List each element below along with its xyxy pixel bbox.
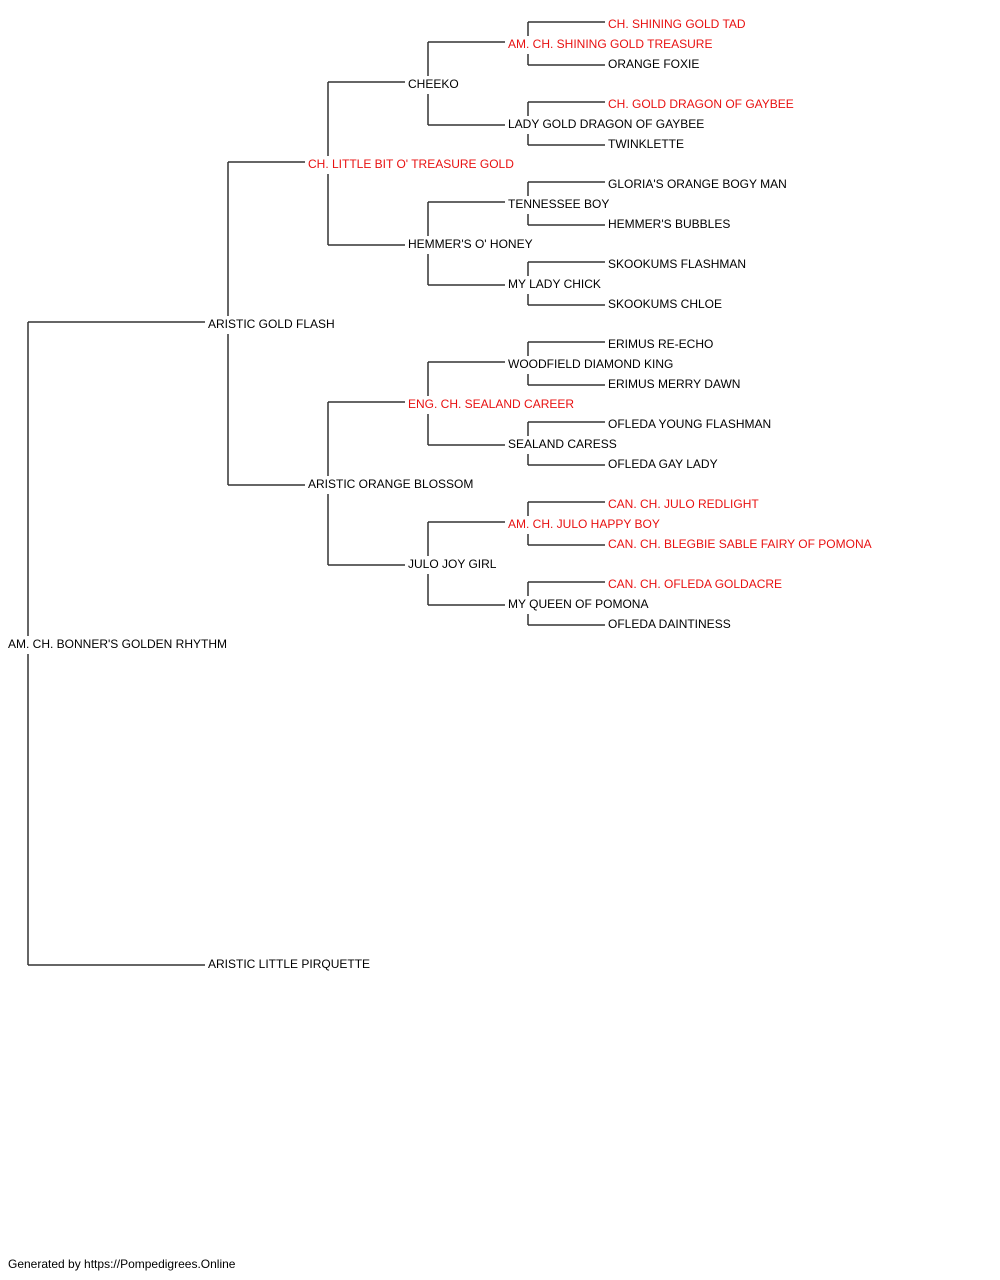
gen5-ancestor: CAN. CH. OFLEDA GOLDACRE [608, 577, 783, 591]
sire-sire-name: CH. LITTLE BIT O' TREASURE GOLD [308, 157, 514, 171]
gen4-ancestor: TENNESSEE BOY [508, 197, 610, 211]
gen5-ancestor: GLORIA'S ORANGE BOGY MAN [608, 177, 787, 191]
gen5-ancestor: ORANGE FOXIE [608, 57, 700, 71]
gen4-ancestor: AM. CH. JULO HAPPY BOY [508, 517, 660, 531]
gen4-ancestor: SEALAND CARESS [508, 437, 617, 451]
gen5-ancestor: ERIMUS MERRY DAWN [608, 377, 741, 391]
sire-sire-dam-name: HEMMER'S O' HONEY [408, 237, 533, 251]
gen4-ancestor: AM. CH. SHINING GOLD TREASURE [508, 37, 713, 51]
subject-name: AM. CH. BONNER'S GOLDEN RHYTHM [8, 637, 227, 651]
gen4-ancestor: LADY GOLD DRAGON OF GAYBEE [508, 117, 705, 131]
sire-dam-sire-name: ENG. CH. SEALAND CAREER [408, 397, 575, 411]
gen5-ancestor: CH. GOLD DRAGON OF GAYBEE [608, 97, 794, 111]
gen5-ancestor: CAN. CH. JULO REDLIGHT [608, 497, 759, 511]
generated-by-footer: Generated by https://Pompedigrees.Online [8, 1257, 236, 1271]
gen5-ancestor: ERIMUS RE-ECHO [608, 337, 714, 351]
dam-name: ARISTIC LITTLE PIRQUETTE [208, 957, 371, 971]
gen5-ancestor: CAN. CH. BLEGBIE SABLE FAIRY OF POMONA [608, 537, 872, 551]
gen5-ancestor: OFLEDA DAINTINESS [608, 617, 731, 631]
sire-name: ARISTIC GOLD FLASH [208, 317, 335, 331]
gen5-ancestor: OFLEDA YOUNG FLASHMAN [608, 417, 772, 431]
gen5-ancestor: SKOOKUMS CHLOE [608, 297, 723, 311]
sire-sire-sire-name: CHEEKO [408, 77, 459, 91]
gen5-ancestor: CH. SHINING GOLD TAD [608, 17, 746, 31]
gen5-ancestor: HEMMER'S BUBBLES [608, 217, 731, 231]
gen5-ancestor: TWINKLETTE [608, 137, 685, 151]
sire-dam-dam-name: JULO JOY GIRL [408, 557, 497, 571]
gen5-ancestor: SKOOKUMS FLASHMAN [608, 257, 747, 271]
gen4-ancestor: WOODFIELD DIAMOND KING [508, 357, 674, 371]
gen5-ancestor: OFLEDA GAY LADY [608, 457, 718, 471]
sire-dam-name: ARISTIC ORANGE BLOSSOM [308, 477, 474, 491]
gen4-ancestor: MY LADY CHICK [508, 277, 601, 291]
gen4-ancestor: MY QUEEN OF POMONA [508, 597, 649, 611]
